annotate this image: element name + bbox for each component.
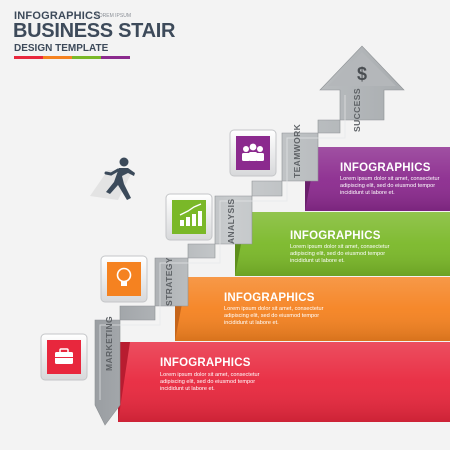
band-red [118, 342, 450, 422]
band-title-analysis: INFOGRAPHICS [290, 230, 381, 242]
band-line: adipiscing elit, sed do eiusmod tempor [224, 313, 320, 319]
band-line: adipiscing elit, sed do eiusmod tempor [290, 251, 386, 257]
briefcase-icon [55, 348, 73, 364]
step-label-analysis: ANALYSIS [226, 198, 236, 244]
arrow-head [328, 52, 396, 86]
header-lorem: LOREM IPSUM [96, 13, 132, 19]
band-line: adipiscing elit, sed do eiusmod tempor [160, 379, 256, 385]
band-body-teamwork: Lorem ipsum dolor sit amet, consectetur … [340, 176, 450, 197]
arrow-label-success: SUCCESS [352, 88, 362, 132]
band-title-marketing: INFOGRAPHICS [160, 357, 251, 369]
team-icon [242, 143, 264, 161]
step-label-marketing: MARKETING [104, 315, 114, 371]
band-line: Lorem ipsum dolor sit amet, consectetur [290, 244, 390, 250]
band-title-teamwork: INFOGRAPHICS [340, 162, 431, 174]
page-subtitle: DESIGN TEMPLATE [14, 43, 109, 54]
band-line: incididunt ut labore et. [160, 386, 215, 392]
band-line: adipiscing elit, sed do eiusmod tempor [340, 183, 436, 189]
band-body-marketing: Lorem ipsum dolor sit amet, consectetur … [160, 372, 270, 393]
bar-chart-icon [179, 203, 202, 226]
band-line: incididunt ut labore et. [340, 190, 395, 196]
step-label-strategy: STRATEGY [164, 257, 174, 306]
header-rule-red [14, 56, 43, 59]
header-rule-purple [101, 56, 130, 59]
dollar-icon: $ [357, 64, 367, 84]
band-line: incididunt ut labore et. [290, 258, 345, 264]
band-green [235, 212, 450, 276]
stair-path [94, 45, 405, 426]
band-body-analysis: Lorem ipsum dolor sit amet, consectetur … [290, 244, 400, 265]
header-rule-green [72, 56, 101, 59]
band-line: Lorem ipsum dolor sit amet, consectetur [224, 306, 324, 312]
header-rule-orange [43, 56, 72, 59]
band-line: Lorem ipsum dolor sit amet, consectetur [160, 372, 260, 378]
running-man-icon [90, 157, 135, 200]
page-title: BUSINESS STAIR [13, 20, 176, 42]
lightbulb-icon [116, 267, 132, 286]
header-kicker: INFOGRAPHICS [14, 10, 101, 22]
band-line: Lorem ipsum dolor sit amet, consectetur [340, 176, 440, 182]
header-rule [14, 56, 130, 59]
step-label-teamwork: TEAMWORK [292, 123, 302, 178]
band-body-strategy: Lorem ipsum dolor sit amet, consectetur … [224, 306, 334, 327]
tile-strategy [100, 255, 148, 303]
band-line: incididunt ut labore et. [224, 320, 279, 326]
band-title-strategy: INFOGRAPHICS [224, 292, 315, 304]
